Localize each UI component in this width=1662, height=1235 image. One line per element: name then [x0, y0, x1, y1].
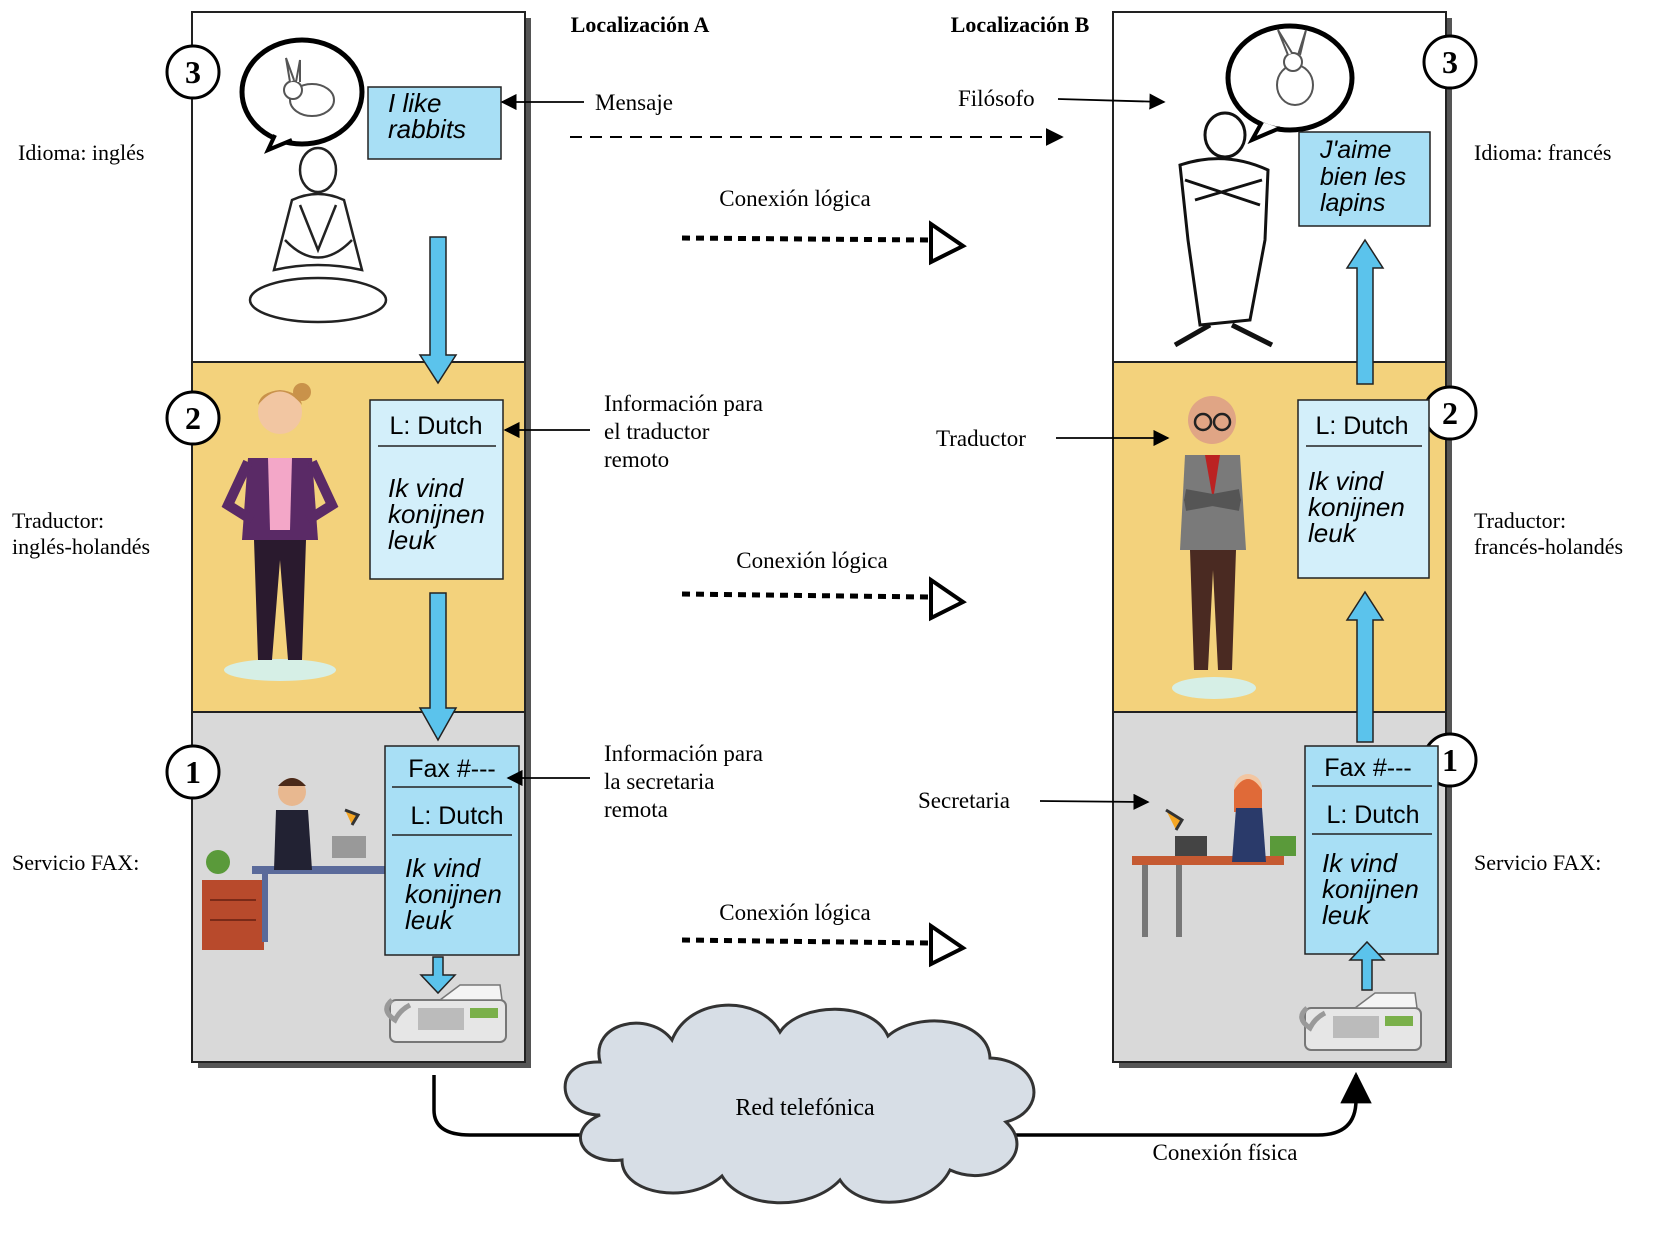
secretaria-pointer — [1039, 793, 1150, 810]
svg-text:2: 2 — [1442, 395, 1458, 431]
svg-text:lapins: lapins — [1320, 189, 1385, 217]
svg-text:Ik vind: Ik vind — [1308, 466, 1385, 496]
translator-man-icon — [1172, 396, 1256, 699]
svg-text:Ik vind: Ik vind — [1322, 848, 1399, 878]
layer-3-badge-a: 3 — [165, 44, 221, 100]
fax-box-b: Fax #--- L: Dutch Ik vind konijnen leuk — [1304, 745, 1439, 955]
info-secretary-line3: remota — [604, 797, 668, 822]
up-arrow-1-to-2-b — [1345, 590, 1385, 743]
filosofo-label: Filósofo — [958, 86, 1035, 111]
svg-text:bien les: bien les — [1320, 163, 1406, 191]
up-arrow-2-to-3-b — [1345, 238, 1385, 385]
svg-text:3: 3 — [185, 54, 201, 90]
network-label: Red telefónica — [735, 1095, 875, 1121]
translator-label-b-line1: Traductor: — [1474, 508, 1566, 533]
svg-text:konijnen: konijnen — [388, 499, 485, 529]
svg-text:L: Dutch: L: Dutch — [1326, 801, 1419, 829]
info-translator-line2: el traductor — [604, 419, 710, 444]
svg-text:L: Dutch: L: Dutch — [410, 802, 503, 830]
language-label-a: Idioma: inglés — [18, 140, 144, 165]
translator-box-b: L: Dutch Ik vind konijnen leuk — [1297, 399, 1430, 579]
svg-text:1: 1 — [185, 754, 201, 790]
translator-label-a-line1: Traductor: — [12, 508, 104, 533]
traductor-label: Traductor — [936, 426, 1026, 451]
layer-1-badge-a: 1 — [165, 744, 221, 800]
monk-icon — [248, 146, 388, 324]
logical-connection-label-3: Conexión lógica — [719, 186, 870, 211]
layer-2-badge-a: 2 — [165, 390, 221, 446]
message-box-a: I like rabbits — [367, 86, 502, 160]
fax-machine-b-icon — [1299, 992, 1422, 1051]
translator-label-b-line2: francés-holandés — [1474, 534, 1623, 559]
logical-connection-arrow-1 — [681, 922, 967, 968]
translator-label-a-line2: inglés-holandés — [12, 534, 150, 559]
filosofo-pointer — [1057, 93, 1166, 110]
fax-machine-a-icon — [384, 984, 507, 1043]
translator-woman-icon — [221, 383, 339, 681]
logical-connection-label-2: Conexión lógica — [736, 548, 887, 573]
up-arrow-fax-to-1-b — [1348, 940, 1386, 991]
fax-service-label-b: Servicio FAX: — [1474, 850, 1601, 875]
telephone-network-cloud — [563, 1003, 1036, 1205]
svg-text:Ik vind: Ik vind — [388, 473, 465, 503]
svg-text:L: Dutch: L: Dutch — [389, 412, 482, 440]
svg-text:konijnen: konijnen — [405, 879, 502, 909]
info-translator-line1: Información para — [604, 391, 763, 416]
svg-text:leuk: leuk — [388, 525, 438, 555]
layer-3-badge-b: 3 — [1422, 34, 1478, 90]
info-translator-line3: remoto — [604, 447, 669, 472]
rabbit-icon — [283, 57, 335, 117]
physical-connection-label: Conexión física — [1153, 1140, 1298, 1165]
svg-text:leuk: leuk — [1322, 900, 1372, 930]
logical-connection-arrow-2 — [681, 576, 967, 622]
secretary-desk-b-icon — [1132, 774, 1296, 937]
svg-text:konijnen: konijnen — [1308, 492, 1405, 522]
svg-text:3: 3 — [1442, 44, 1458, 80]
fax-box-a: Fax #--- L: Dutch Ik vind konijnen leuk — [384, 745, 520, 956]
svg-text:rabbits: rabbits — [388, 114, 466, 144]
down-arrow-3-to-2-a — [418, 236, 458, 385]
location-a-title: Localización A — [571, 12, 710, 37]
down-arrow-2-to-1-a — [418, 592, 458, 742]
secretaria-label: Secretaria — [918, 788, 1010, 813]
svg-text:L: Dutch: L: Dutch — [1315, 412, 1408, 440]
translator-box-a: L: Dutch Ik vind konijnen leuk — [369, 399, 504, 580]
layer-2-badge-b: 2 — [1422, 385, 1478, 441]
message-box-b: J'aime bien les lapins — [1298, 131, 1431, 227]
mensaje-label: Mensaje — [595, 90, 673, 115]
location-b-title: Localización B — [951, 12, 1090, 37]
svg-text:Ik vind: Ik vind — [405, 853, 482, 883]
svg-text:I like: I like — [388, 88, 441, 118]
info-secretary-line1: Información para — [604, 741, 763, 766]
svg-text:2: 2 — [185, 400, 201, 436]
svg-text:Fax #---: Fax #--- — [408, 755, 496, 783]
svg-text:1: 1 — [1442, 742, 1458, 778]
down-arrow-1-to-fax-a — [419, 956, 457, 995]
logical-connection-arrow-3 — [681, 220, 967, 266]
svg-text:Fax #---: Fax #--- — [1324, 754, 1412, 782]
svg-text:leuk: leuk — [1308, 518, 1358, 548]
physical-connection-line — [432, 1071, 1372, 1137]
logical-connection-label-1: Conexión lógica — [719, 900, 870, 925]
philosopher-icon — [1173, 111, 1274, 348]
language-label-b: Idioma: francés — [1474, 140, 1611, 165]
svg-text:J'aime: J'aime — [1319, 136, 1391, 164]
rabbit-icon — [1276, 29, 1314, 106]
svg-text:konijnen: konijnen — [1322, 874, 1419, 904]
svg-text:leuk: leuk — [405, 905, 455, 935]
info-secretary-line2: la secretaria — [604, 769, 714, 794]
fax-service-label-a: Servicio FAX: — [12, 850, 139, 875]
